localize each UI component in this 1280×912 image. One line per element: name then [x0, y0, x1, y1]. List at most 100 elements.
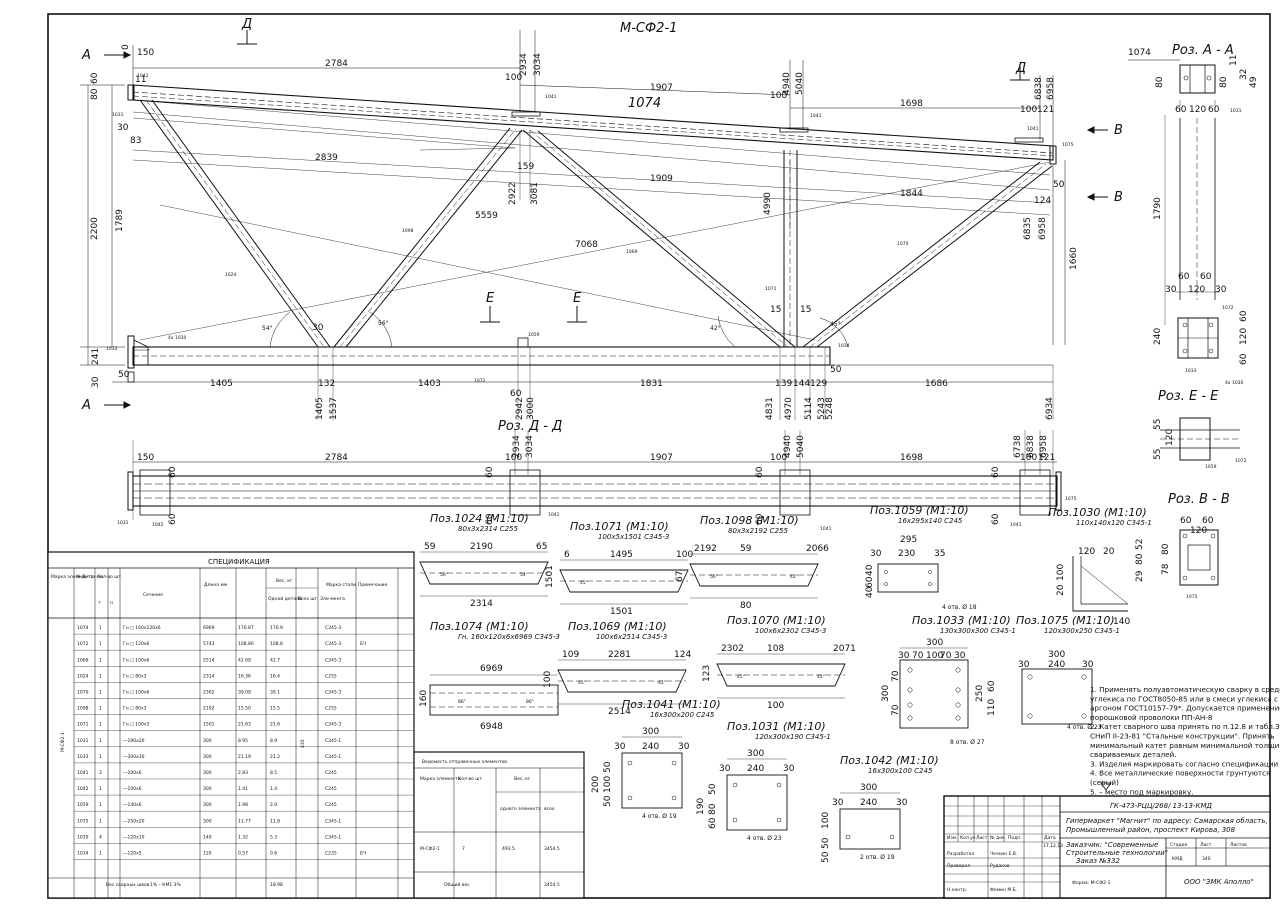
spec-header: Эле-мента — [320, 596, 345, 602]
svg-text:80: 80 — [90, 88, 100, 100]
svg-text:1074: 1074 — [1128, 48, 1151, 58]
svg-text:60: 60 — [1208, 105, 1220, 115]
note-line: (серый) — [1090, 778, 1119, 787]
svg-text:121: 121 — [1038, 453, 1055, 463]
spec-cell: 1033 — [77, 754, 89, 760]
tb-name: Фомин М.Б. — [990, 887, 1017, 893]
dim-text: 40 — [865, 564, 875, 576]
part-title: Поз.1031 (М1:10) — [727, 720, 826, 733]
spec-cell: 1 — [99, 706, 102, 712]
plan-view — [127, 430, 1062, 520]
spec-cell: 1 — [99, 851, 102, 857]
dim-text: 80 — [740, 601, 752, 611]
dim-text: 240 — [642, 742, 659, 752]
spec-cell: 1069 — [77, 657, 89, 663]
angle-text: 45° — [578, 680, 586, 686]
dim-text: 6969 — [480, 664, 503, 674]
svg-text:2922: 2922 — [508, 182, 518, 205]
spec-cell: 6969 — [203, 625, 215, 631]
svg-text:60: 60 — [1175, 105, 1187, 115]
dim-text: 30 — [898, 651, 910, 661]
svg-text:1844: 1844 — [900, 189, 923, 199]
dim-text: 30 — [870, 549, 882, 559]
svg-text:80: 80 — [1135, 553, 1145, 565]
svg-text:60: 60 — [1239, 353, 1249, 365]
dim-text: 80 — [708, 803, 718, 815]
note-line: 3. Изделия маркировать согласно специфик… — [1090, 759, 1279, 768]
part-spec: Гн. 160х120х6х6969 С345-3 — [458, 633, 560, 641]
spec-cell: 0.6 — [270, 851, 277, 857]
dim-text: 124 — [674, 650, 691, 660]
svg-text:55: 55 — [1153, 449, 1163, 460]
plan-dim-texts: 150 2784 1907 1698 100 100 100 121 2934 … — [117, 435, 1077, 532]
svg-text:4940: 4940 — [783, 435, 793, 458]
svg-text:2784: 2784 — [325, 453, 348, 463]
dim-text: 30 — [678, 742, 690, 752]
section-label-d-left: Д — [241, 17, 252, 32]
spec-cell: 170.87 — [238, 625, 254, 631]
svg-text:60: 60 — [1239, 310, 1249, 322]
dim-text: 250 — [975, 685, 985, 702]
dim-text: 300 — [926, 638, 943, 648]
spec-cell: БЧ — [360, 641, 366, 647]
dim-text: 100 — [603, 776, 613, 793]
dim-text: 2302 — [721, 644, 744, 654]
spec-cell: 15.50 — [238, 706, 251, 712]
spec-cell: 3 — [99, 770, 102, 776]
spec-cell: 1.41 — [238, 786, 248, 792]
spec-cell: 1 — [99, 786, 102, 792]
svg-text:150: 150 — [137, 453, 154, 463]
spec-cell: 300 — [203, 754, 212, 760]
dim-text: 140 — [1113, 617, 1130, 627]
svg-text:120: 120 — [1165, 429, 1175, 446]
tb-role: Проверил — [947, 863, 970, 869]
svg-text:2784: 2784 — [325, 59, 348, 69]
spec-header: Сечение — [143, 592, 163, 598]
view-title-ee: Poз. Е - Е — [1158, 389, 1219, 404]
svg-text:6738: 6738 — [1013, 435, 1023, 458]
note-line: 2. Катет сварного шва принять по п.12.8 … — [1090, 722, 1280, 731]
diagonal-1024 — [139, 99, 331, 348]
dim-text: 60 — [865, 576, 875, 588]
spec-cell: 21.2 — [270, 754, 280, 760]
part-title: Поз.1059 (М1:10) — [870, 504, 969, 517]
spec-cell: 2.83 — [238, 770, 248, 776]
spec-cell: С345-1 — [325, 818, 341, 824]
spec-cell: 108.8 — [270, 641, 283, 647]
dim-text: 1501 — [610, 607, 633, 617]
section-aa-lower-texts: 60 60 30 120 30 240 60 120 60 1072 1033 … — [1153, 272, 1249, 386]
dim-text: 30 — [1082, 660, 1094, 670]
angle-text: 56° — [440, 572, 448, 578]
spec-cell: 2302 — [203, 690, 215, 696]
svg-text:11: 11 — [135, 75, 146, 85]
section-aa — [1128, 59, 1216, 112]
spec-cell: Гн.◻ 100х6 — [123, 657, 150, 663]
dim-text: 2281 — [608, 650, 631, 660]
tb-object: Гипермаркет "Магнит" по адресу: Самарска… — [1066, 817, 1268, 825]
svg-text:1075: 1075 — [1065, 496, 1077, 502]
vertical-extension-lines — [317, 130, 1054, 420]
spec-header: Кол-во шт. — [97, 574, 122, 580]
spec-cell: С245 — [325, 770, 337, 776]
dim-text: 300 — [1048, 650, 1065, 660]
dim-text: 100 — [1056, 564, 1066, 581]
drawing-title: М-СФ2-1 — [620, 21, 677, 36]
dim-text: 60 — [987, 680, 997, 692]
angle-text: 45° — [737, 674, 745, 680]
svg-text:5040: 5040 — [796, 435, 806, 458]
svg-text:45°: 45° — [830, 321, 841, 328]
spec-cell: 1034 — [77, 851, 89, 857]
dim-text: 295 — [900, 535, 917, 545]
dim-text: 30 — [896, 798, 908, 808]
spec-cell: 1030 — [77, 834, 89, 840]
dim-text: 1501 — [545, 565, 555, 588]
spec-cell: 39.09 — [238, 690, 251, 696]
svg-text:120: 120 — [1239, 328, 1249, 345]
spec-cell: 140 — [203, 834, 212, 840]
spec-cell: 1 — [99, 625, 102, 631]
